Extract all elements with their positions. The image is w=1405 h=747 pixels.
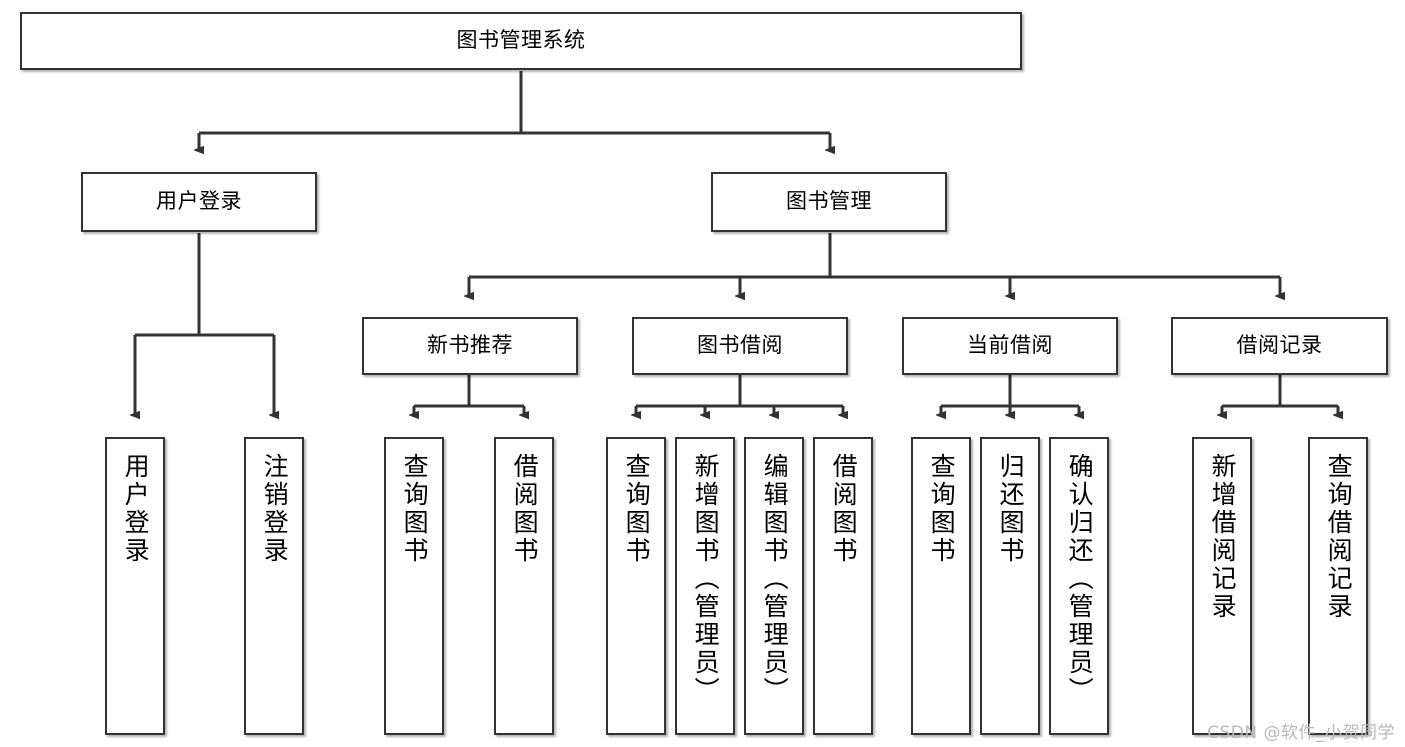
node-leaf-user-login[interactable]: 用户登录 bbox=[105, 437, 165, 735]
node-book-borrow[interactable]: 图书借阅 bbox=[632, 317, 848, 375]
node-root[interactable]: 图书管理系统 bbox=[20, 12, 1022, 70]
node-borrow-record[interactable]: 借阅记录 bbox=[1171, 317, 1388, 375]
node-user-login-label: 用户登录 bbox=[156, 189, 242, 214]
node-leaf-query-book-1-label: 查询图书 bbox=[400, 453, 430, 565]
node-new-book-rec[interactable]: 新书推荐 bbox=[362, 317, 578, 375]
node-leaf-add-record-label: 新增借阅记录 bbox=[1208, 453, 1238, 621]
node-current-borrow-label: 当前借阅 bbox=[967, 333, 1053, 358]
node-leaf-query-book-2-label: 查询图书 bbox=[622, 453, 652, 565]
node-book-manage-label: 图书管理 bbox=[786, 189, 872, 214]
node-leaf-confirm-return[interactable]: 确认归还（管理员） bbox=[1049, 437, 1109, 735]
node-leaf-query-book-3[interactable]: 查询图书 bbox=[911, 437, 971, 735]
node-leaf-edit-book-label: 编辑图书（管理员） bbox=[760, 453, 790, 705]
node-leaf-borrow-book-1-label: 借阅图书 bbox=[510, 453, 540, 565]
node-leaf-borrow-book-2-label: 借阅图书 bbox=[829, 453, 859, 565]
node-leaf-add-book-label: 新增图书（管理员） bbox=[691, 453, 721, 705]
node-leaf-user-login-label: 用户登录 bbox=[121, 453, 151, 565]
node-borrow-record-label: 借阅记录 bbox=[1236, 333, 1323, 358]
node-book-manage[interactable]: 图书管理 bbox=[711, 172, 947, 232]
node-current-borrow[interactable]: 当前借阅 bbox=[902, 317, 1118, 375]
node-leaf-add-book[interactable]: 新增图书（管理员） bbox=[675, 437, 735, 735]
node-leaf-return-book[interactable]: 归还图书 bbox=[980, 437, 1040, 735]
node-user-login[interactable]: 用户登录 bbox=[81, 172, 317, 232]
node-leaf-logout[interactable]: 注销登录 bbox=[244, 437, 304, 735]
node-leaf-query-book-3-label: 查询图书 bbox=[927, 453, 957, 565]
node-leaf-borrow-book-1[interactable]: 借阅图书 bbox=[494, 437, 554, 735]
node-leaf-add-record[interactable]: 新增借阅记录 bbox=[1192, 437, 1252, 735]
node-leaf-return-book-label: 归还图书 bbox=[996, 453, 1026, 565]
node-leaf-confirm-return-label: 确认归还（管理员） bbox=[1065, 453, 1095, 705]
node-leaf-query-book-2[interactable]: 查询图书 bbox=[606, 437, 666, 735]
node-root-label: 图书管理系统 bbox=[456, 28, 586, 53]
node-leaf-query-record-label: 查询借阅记录 bbox=[1324, 453, 1354, 621]
node-leaf-edit-book[interactable]: 编辑图书（管理员） bbox=[744, 437, 804, 735]
watermark: CSDN @软件_小贺同学 bbox=[1207, 723, 1395, 743]
node-leaf-borrow-book-2[interactable]: 借阅图书 bbox=[813, 437, 873, 735]
node-leaf-query-book-1[interactable]: 查询图书 bbox=[384, 437, 444, 735]
node-leaf-query-record[interactable]: 查询借阅记录 bbox=[1308, 437, 1368, 735]
node-new-book-rec-label: 新书推荐 bbox=[427, 333, 513, 358]
node-leaf-logout-label: 注销登录 bbox=[260, 453, 290, 565]
node-book-borrow-label: 图书借阅 bbox=[697, 333, 783, 358]
